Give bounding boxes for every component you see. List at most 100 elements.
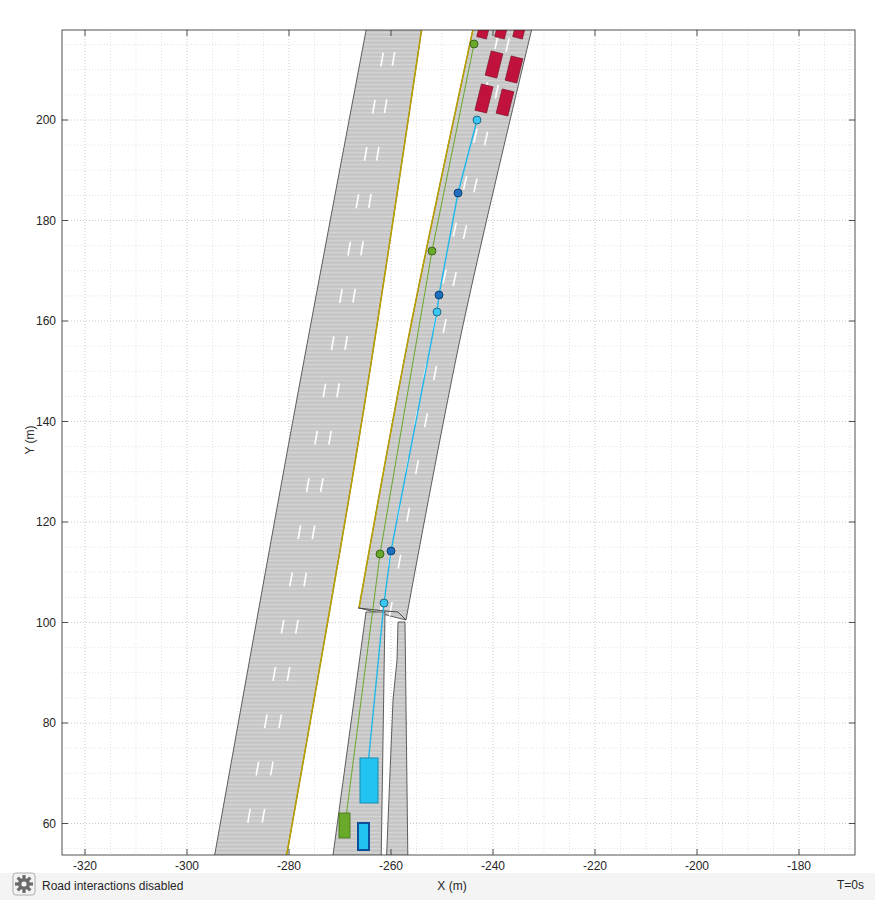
waypoint [387,547,395,555]
grid-line [62,496,855,497]
tick-mark [849,522,855,523]
gear-hole [21,881,26,886]
tick-mark [697,849,698,855]
status-bar [0,873,875,900]
grid-line [722,30,723,855]
tick-mark [187,849,188,855]
gear-body [18,878,30,890]
grid-line [646,30,647,855]
tick-mark [391,849,392,855]
parked-car [475,84,493,113]
grid-line [748,30,749,855]
tick-mark [799,849,800,855]
grid-line [697,30,698,855]
lane-marking [239,30,389,855]
tick-mark [849,120,855,121]
tick-mark [62,723,68,724]
tick-mark [849,321,855,322]
tick-mark [62,823,68,824]
tick-mark [849,723,855,724]
tick-mark [62,522,68,523]
grid-line [824,30,825,855]
x-tick-label: -220 [583,859,607,873]
grid-line [212,30,213,855]
tick-mark [697,30,698,36]
lane-marking [254,30,400,855]
tick-mark [62,421,68,422]
waypoint [454,189,462,197]
tick-mark [493,30,494,36]
grid-line [85,30,86,855]
lane-marking [380,30,501,613]
tick-mark [62,622,68,623]
grid-line [62,547,855,548]
grid-line [62,798,855,799]
tick-mark [849,421,855,422]
tick-mark [62,321,68,322]
road [359,30,534,620]
vehicles [339,758,378,850]
road-edge-line [359,30,475,608]
time-label: T=0s [837,878,864,892]
axis-title: Y (m) [23,425,37,454]
axes-box [62,30,855,855]
grid-line [62,697,855,698]
grid-line [62,446,855,447]
tick-mark [85,30,86,36]
x-tick-label: -280 [277,859,301,873]
parked-car [495,30,508,39]
y-tick-label: 200 [36,113,56,127]
parked-car [513,30,526,39]
grid-line [62,773,855,774]
grid-line [62,522,855,523]
grid-line [569,30,570,855]
parked-car [496,89,514,116]
grid-line [773,30,774,855]
plot-content [62,30,855,855]
grid-line [62,748,855,749]
road [386,622,408,855]
waypoint [428,247,436,255]
parked-car [505,56,523,83]
tick-mark [849,220,855,221]
y-tick-label: 100 [36,615,56,629]
y-tick-label: 140 [36,414,56,428]
grid-line [62,471,855,472]
roads [212,30,534,855]
tick-mark [799,30,800,36]
grid-line [62,723,855,724]
waypoint [433,308,441,316]
tick-mark [289,849,290,855]
grid-line [62,69,855,70]
status-text: Road interactions disabled [42,879,183,893]
grid-line [62,44,855,45]
y-tick-label: 120 [36,515,56,529]
axis-title: X (m) [437,879,466,893]
grid-line [62,823,855,824]
parked-car [477,30,490,39]
grid-line [62,848,855,849]
grid-line [62,396,855,397]
waypoint [473,116,481,124]
vehicle-path [368,120,477,765]
grid-line [620,30,621,855]
x-tick-label: -240 [481,859,505,873]
tick-mark [289,30,290,36]
tick-mark [849,823,855,824]
lane-marking [390,30,514,616]
button-frame [13,873,35,895]
x-tick-label: -320 [73,859,97,873]
tick-mark [187,30,188,36]
tick-mark [493,849,494,855]
grid-line [161,30,162,855]
grid-line [62,647,855,648]
y-tick-label: 160 [36,314,56,328]
grid-line [110,30,111,855]
parked-cars [475,30,525,116]
waypoint [380,599,388,607]
x-tick-label: -200 [685,859,709,873]
grid-line [62,672,855,673]
vehicle-path [345,44,474,825]
tick-mark [595,30,596,36]
